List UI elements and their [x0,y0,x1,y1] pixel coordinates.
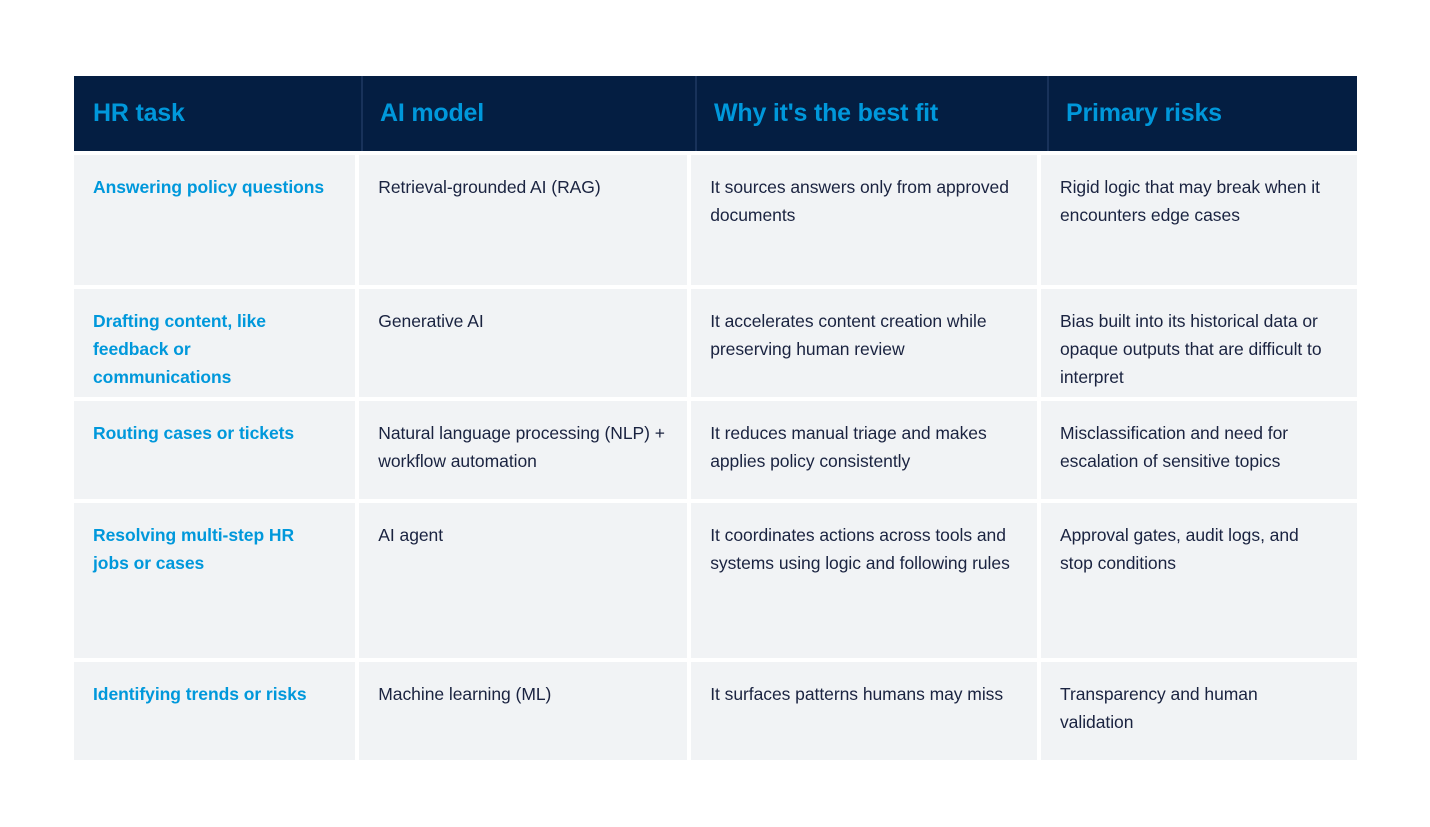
column-header-primary-risks: Primary risks [1047,76,1357,151]
column-header-hr-task: HR task [93,98,185,127]
cell-primary-risks: Transparency and human validation [1040,662,1357,760]
cell-primary-risks: Approval gates, audit logs, and stop con… [1040,503,1357,658]
cell-why-best-fit: It accelerates content creation while pr… [691,289,1037,397]
table-row: Drafting content, like feedback or commu… [74,289,1357,397]
cell-primary-risks: Bias built into its historical data or o… [1040,289,1357,397]
table-row: Answering policy questions Retrieval-gro… [74,155,1357,285]
table-header-row: HR task AI model Why it's the best fit P… [74,76,1357,151]
cell-ai-model: Retrieval-grounded AI (RAG) [359,155,688,285]
cell-ai-model: Natural language processing (NLP) + work… [359,401,688,499]
comparison-table: HR task AI model Why it's the best fit P… [74,76,1357,760]
column-header-why-best-fit: Why it's the best fit [695,76,1047,151]
cell-hr-task: Resolving multi-step HR jobs or cases [74,503,356,658]
cell-hr-task: Routing cases or tickets [74,401,356,499]
cell-why-best-fit: It reduces manual triage and makes appli… [691,401,1037,499]
cell-why-best-fit: It sources answers only from approved do… [691,155,1037,285]
cell-hr-task: Drafting content, like feedback or commu… [74,289,356,397]
cell-primary-risks: Rigid logic that may break when it encou… [1040,155,1357,285]
cell-primary-risks: Misclassification and need for escalatio… [1040,401,1357,499]
cell-why-best-fit: It surfaces patterns humans may miss [691,662,1037,760]
cell-ai-model: Generative AI [359,289,688,397]
cell-why-best-fit: It coordinates actions across tools and … [691,503,1037,658]
cell-hr-task: Identifying trends or risks [74,662,356,760]
cell-hr-task: Answering policy questions [74,155,356,285]
table-row: Routing cases or tickets Natural languag… [74,401,1357,499]
column-header-ai-model: AI model [361,76,695,151]
table-body: Answering policy questions Retrieval-gro… [74,155,1357,760]
cell-ai-model: Machine learning (ML) [359,662,688,760]
table-row: Resolving multi-step HR jobs or cases AI… [74,503,1357,658]
cell-ai-model: AI agent [359,503,688,658]
table-row: Identifying trends or risks Machine lear… [74,662,1357,760]
